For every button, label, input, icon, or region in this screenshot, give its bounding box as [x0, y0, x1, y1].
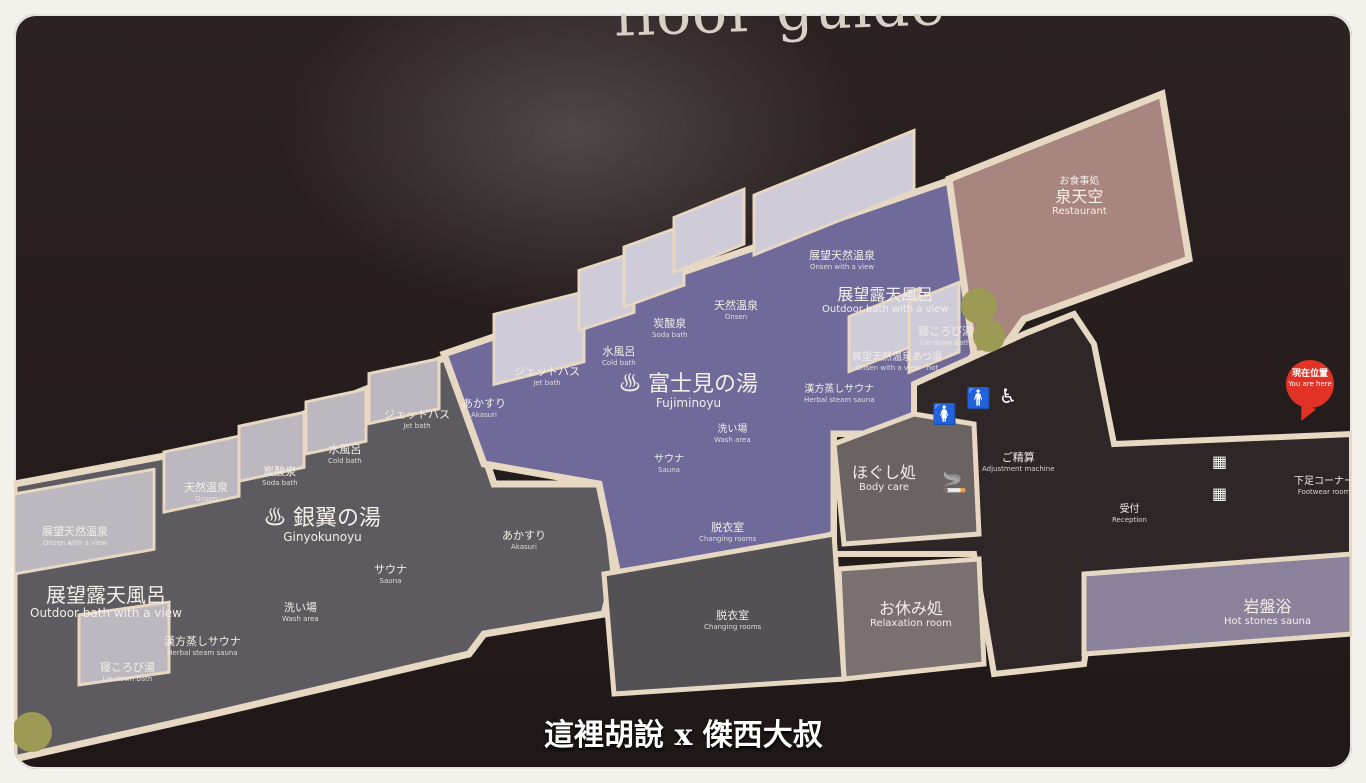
hot-spring-icon: ♨ — [264, 506, 287, 531]
locker-icon: ▦ — [1212, 452, 1228, 471]
body-care-block — [831, 411, 982, 547]
restroom-women-icon: 🚺 — [932, 402, 957, 426]
zone-fujimi: ♨ 富士見の湯 Fujiminoyu — [619, 372, 759, 411]
wheelchair-icon: ♿ — [999, 384, 1017, 408]
tree-1 — [961, 288, 997, 324]
cell-onsen-view-g — [14, 467, 156, 576]
changing-rooms-block — [601, 531, 847, 697]
tree-2 — [973, 320, 1005, 352]
cell-onsen-view-f — [752, 128, 916, 258]
tree-3 — [14, 712, 52, 752]
cell-jet-g — [367, 356, 441, 426]
label-restaurant: お食事処 泉天空 Restaurant — [1052, 176, 1107, 217]
hot-spring-icon: ♨ — [619, 372, 642, 397]
hot-stones-block — [1081, 551, 1352, 657]
locker-icon: ▦ — [1212, 484, 1228, 503]
you-are-here-marker: 現在位置 You are here — [1286, 360, 1334, 408]
cell-onsen-f — [672, 186, 746, 275]
floor-map — [14, 89, 1352, 763]
cell-cold-g — [304, 387, 368, 456]
smoking-icon: 🚬 — [942, 470, 967, 494]
cell-liedown-g — [77, 600, 171, 687]
zone-ginyoku: ♨ 銀翼の湯 Ginyokunoyu — [264, 506, 382, 545]
cell-liedown-f — [907, 280, 961, 375]
cell-soda-g — [237, 410, 306, 483]
restroom-men-icon: 🚹 — [966, 386, 991, 410]
watermark-text: 這裡胡說 x 傑西大叔 — [544, 718, 823, 753]
floor-guide-photo: floor guide — [14, 14, 1352, 769]
